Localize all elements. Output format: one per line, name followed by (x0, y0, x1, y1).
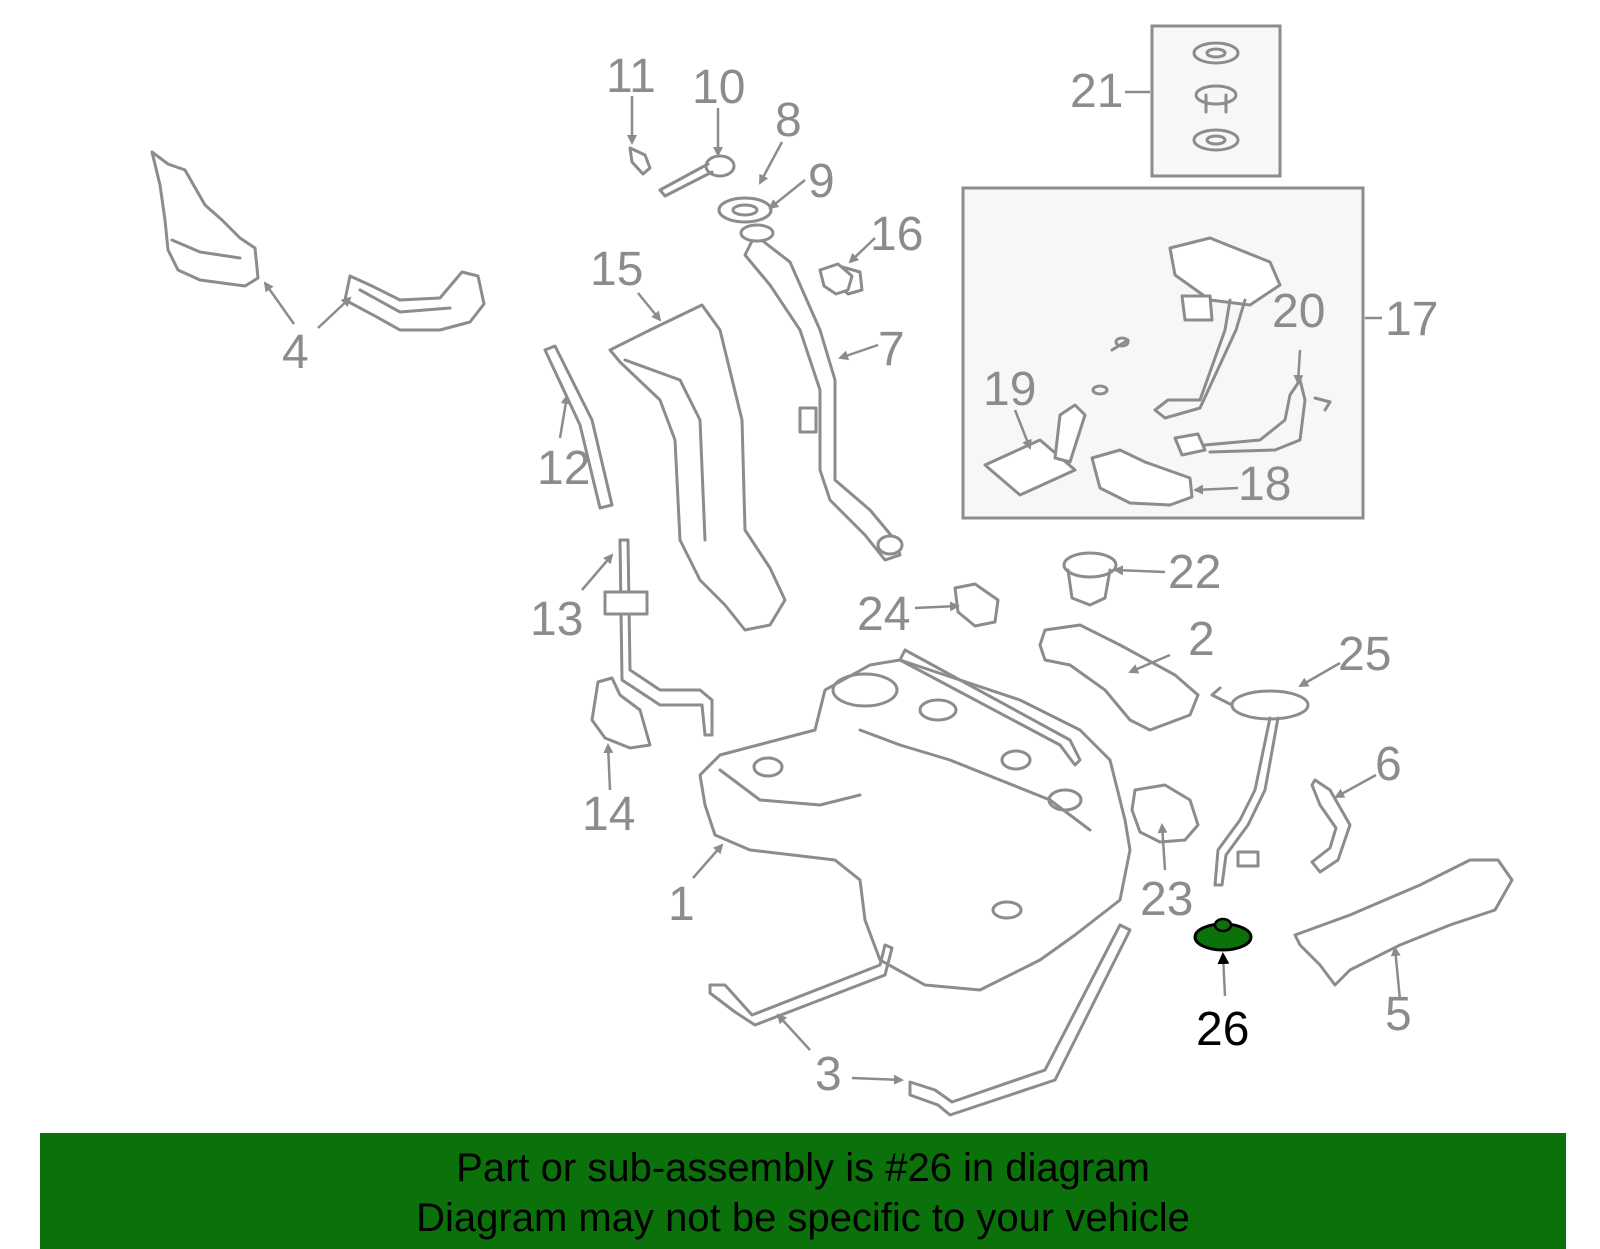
part-13-bracket (618, 538, 714, 737)
callout-18: 18 (1238, 458, 1291, 511)
callout-4: 4 (282, 326, 309, 379)
callout-10: 10 (692, 61, 745, 114)
part-2-shield (1038, 623, 1200, 732)
banner-line-disclaimer: Diagram may not be specific to your vehi… (416, 1196, 1190, 1240)
part-25-fuel-sender (1210, 686, 1310, 887)
banner-line-part-number: Part or sub-assembly is #26 in diagram (456, 1146, 1150, 1190)
callout-labels: 1 2 3 4 5 6 7 8 9 10 11 12 13 14 15 16 1… (282, 50, 1438, 1101)
part-4-heat-shield (150, 150, 486, 332)
part-14-bracket (590, 676, 652, 750)
leader-lines (263, 90, 1402, 1085)
part-26-highlighted (1193, 917, 1253, 952)
callout-1: 1 (668, 878, 695, 931)
part-16-clip (818, 262, 854, 296)
part-15-shield (608, 303, 787, 632)
part-1-fuel-tank (698, 648, 1132, 992)
callout-22: 22 (1168, 546, 1221, 599)
callout-26-highlighted: 26 (1196, 1003, 1249, 1056)
callout-3: 3 (815, 1048, 842, 1101)
parts-8-11-filler-cap-assembly (628, 146, 775, 243)
box-17-fuel-pump-assembly (961, 186, 1365, 520)
part-3-tank-straps (708, 923, 1132, 1117)
callout-21: 21 (1070, 65, 1123, 118)
part-6-bracket (1310, 778, 1352, 874)
box-21-grommet-set (1150, 24, 1282, 178)
part-12-strip (543, 344, 614, 510)
callout-16: 16 (870, 208, 923, 261)
part-info-banner: Part or sub-assembly is #26 in diagram D… (40, 1133, 1566, 1249)
callout-9: 9 (808, 155, 835, 208)
callout-14: 14 (582, 788, 635, 841)
callout-17: 17 (1385, 293, 1438, 346)
callout-15: 15 (590, 243, 643, 296)
callout-25: 25 (1338, 628, 1391, 681)
callout-20: 20 (1272, 285, 1325, 338)
callout-6: 6 (1375, 738, 1402, 791)
callout-12: 12 (537, 442, 590, 495)
part-13-clip (603, 590, 649, 616)
callout-8: 8 (775, 94, 802, 147)
callout-7: 7 (878, 323, 905, 376)
part-22-cap (1062, 551, 1118, 607)
part-5-shield (1293, 858, 1514, 987)
callout-24: 24 (857, 588, 910, 641)
part-7-filler-pipe (743, 233, 904, 562)
callout-23: 23 (1140, 873, 1193, 926)
callout-13: 13 (530, 593, 583, 646)
part-24-connector (953, 582, 1000, 628)
part-23-valve (1130, 783, 1200, 844)
callout-5: 5 (1385, 988, 1412, 1041)
callout-19: 19 (983, 363, 1036, 416)
callout-11: 11 (606, 50, 656, 103)
callout-2: 2 (1188, 613, 1215, 666)
